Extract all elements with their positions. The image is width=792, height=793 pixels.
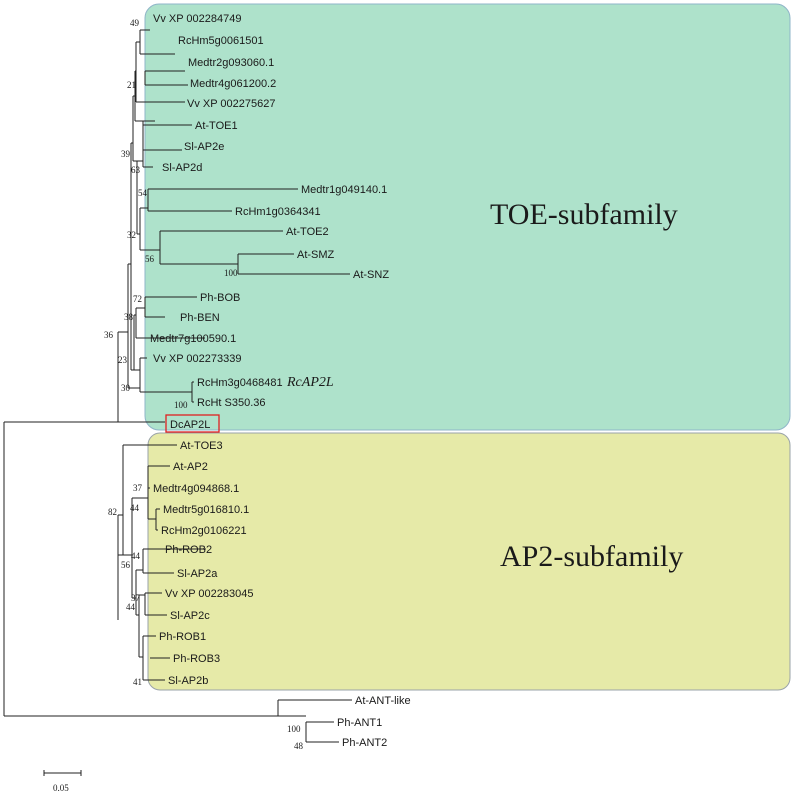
leaf-label: At-TOE3 (180, 440, 223, 452)
bootstrap-value: 44 (126, 602, 136, 612)
bootstrap-values: 49 21 39 63 54 32 56 100 72 38 23 36 30 … (104, 18, 304, 751)
leaf-label: Medtr1g049140.1 (301, 184, 387, 196)
ap2-subfamily-label: AP2-subfamily (500, 540, 683, 573)
leaf-label: Sl-AP2d (162, 162, 202, 174)
ap2-subfamily-box (147, 432, 791, 691)
bootstrap-value: 37 (131, 593, 141, 603)
bootstrap-value: 37 (133, 483, 143, 493)
bootstrap-value: 30 (121, 383, 131, 393)
rcap2l-annotation: RcAP2L (286, 375, 334, 390)
bootstrap-value: 63 (131, 165, 141, 175)
bootstrap-value: 49 (130, 18, 140, 28)
bootstrap-value: 32 (127, 230, 136, 240)
leaf-label: Vv XP 002283045 (165, 588, 253, 600)
bootstrap-value: 72 (133, 294, 142, 304)
leaf-label: Medtr4g094868.1 (153, 483, 239, 495)
toe-subfamily-label: TOE-subfamily (490, 198, 678, 231)
leaf-label: Vv XP 002284749 (153, 13, 241, 25)
leaf-label: Medtr4g061200.2 (190, 78, 276, 90)
leaf-label: Sl-AP2c (170, 610, 210, 622)
leaf-labels: Vv XP 002284749 RcHm5g0061501 Medtr2g093… (150, 13, 411, 749)
bootstrap-value: 82 (108, 507, 117, 517)
leaf-label: Ph-BEN (180, 312, 220, 324)
scale-bar: 0.05 (43, 770, 82, 793)
leaf-label: Sl-AP2e (184, 141, 224, 153)
leaf-label: At-SNZ (353, 269, 389, 281)
bootstrap-value: 21 (127, 80, 136, 90)
tree-branches (3, 29, 352, 743)
leaf-label: At-TOE2 (286, 226, 329, 238)
leaf-label: Ph-ROB3 (173, 653, 220, 665)
leaf-label: At-AP2 (173, 461, 208, 473)
bootstrap-value: 48 (294, 741, 304, 751)
leaf-label: DcAP2L (170, 419, 210, 431)
leaf-label: Ph-ROB1 (159, 631, 206, 643)
bootstrap-value: 36 (104, 330, 114, 340)
dcap2l-highlight-box (165, 414, 220, 433)
bootstrap-value: 39 (121, 149, 131, 159)
bootstrap-value: 100 (174, 400, 188, 410)
leaf-label: Ph-ANT2 (342, 737, 387, 749)
leaf-label: Vv XP 002273339 (153, 353, 241, 365)
leaf-label: Vv XP 002275627 (187, 98, 275, 110)
leaf-label: Medtr7g100590.1 (150, 333, 236, 345)
leaf-label: Ph-ROB2 (165, 544, 212, 556)
bootstrap-value: 100 (287, 724, 301, 734)
leaf-label: Ph-BOB (200, 292, 240, 304)
leaf-label: Ph-ANT1 (337, 717, 382, 729)
leaf-label: Medtr2g093060.1 (188, 57, 274, 69)
scale-bar-label: 0.05 (53, 783, 69, 793)
bootstrap-value: 23 (118, 355, 128, 365)
leaf-label: At-ANT-like (355, 695, 411, 707)
bootstrap-value: 100 (224, 268, 238, 278)
leaf-label: At-SMZ (297, 249, 335, 261)
bootstrap-value: 56 (145, 254, 155, 264)
leaf-label: Medtr5g016810.1 (163, 504, 249, 516)
bootstrap-value: 54 (138, 188, 148, 198)
bootstrap-value: 41 (133, 677, 142, 687)
leaf-label: RcHt S350.36 (197, 397, 265, 409)
bootstrap-value: 56 (121, 560, 131, 570)
leaf-label: RcHm5g0061501 (178, 35, 264, 47)
bootstrap-value: 44 (131, 551, 141, 561)
leaf-label: RcHm2g0106221 (161, 525, 247, 537)
bootstrap-value: 44 (130, 503, 140, 513)
leaf-label: Sl-AP2a (177, 568, 218, 580)
toe-subfamily-box (144, 3, 791, 431)
leaf-label: RcHm1g0364341 (235, 206, 321, 218)
leaf-label: RcHm3g0468481 (197, 377, 283, 389)
leaf-label: At-TOE1 (195, 120, 238, 132)
bootstrap-value: 38 (124, 312, 134, 322)
leaf-label: Sl-AP2b (168, 675, 208, 687)
